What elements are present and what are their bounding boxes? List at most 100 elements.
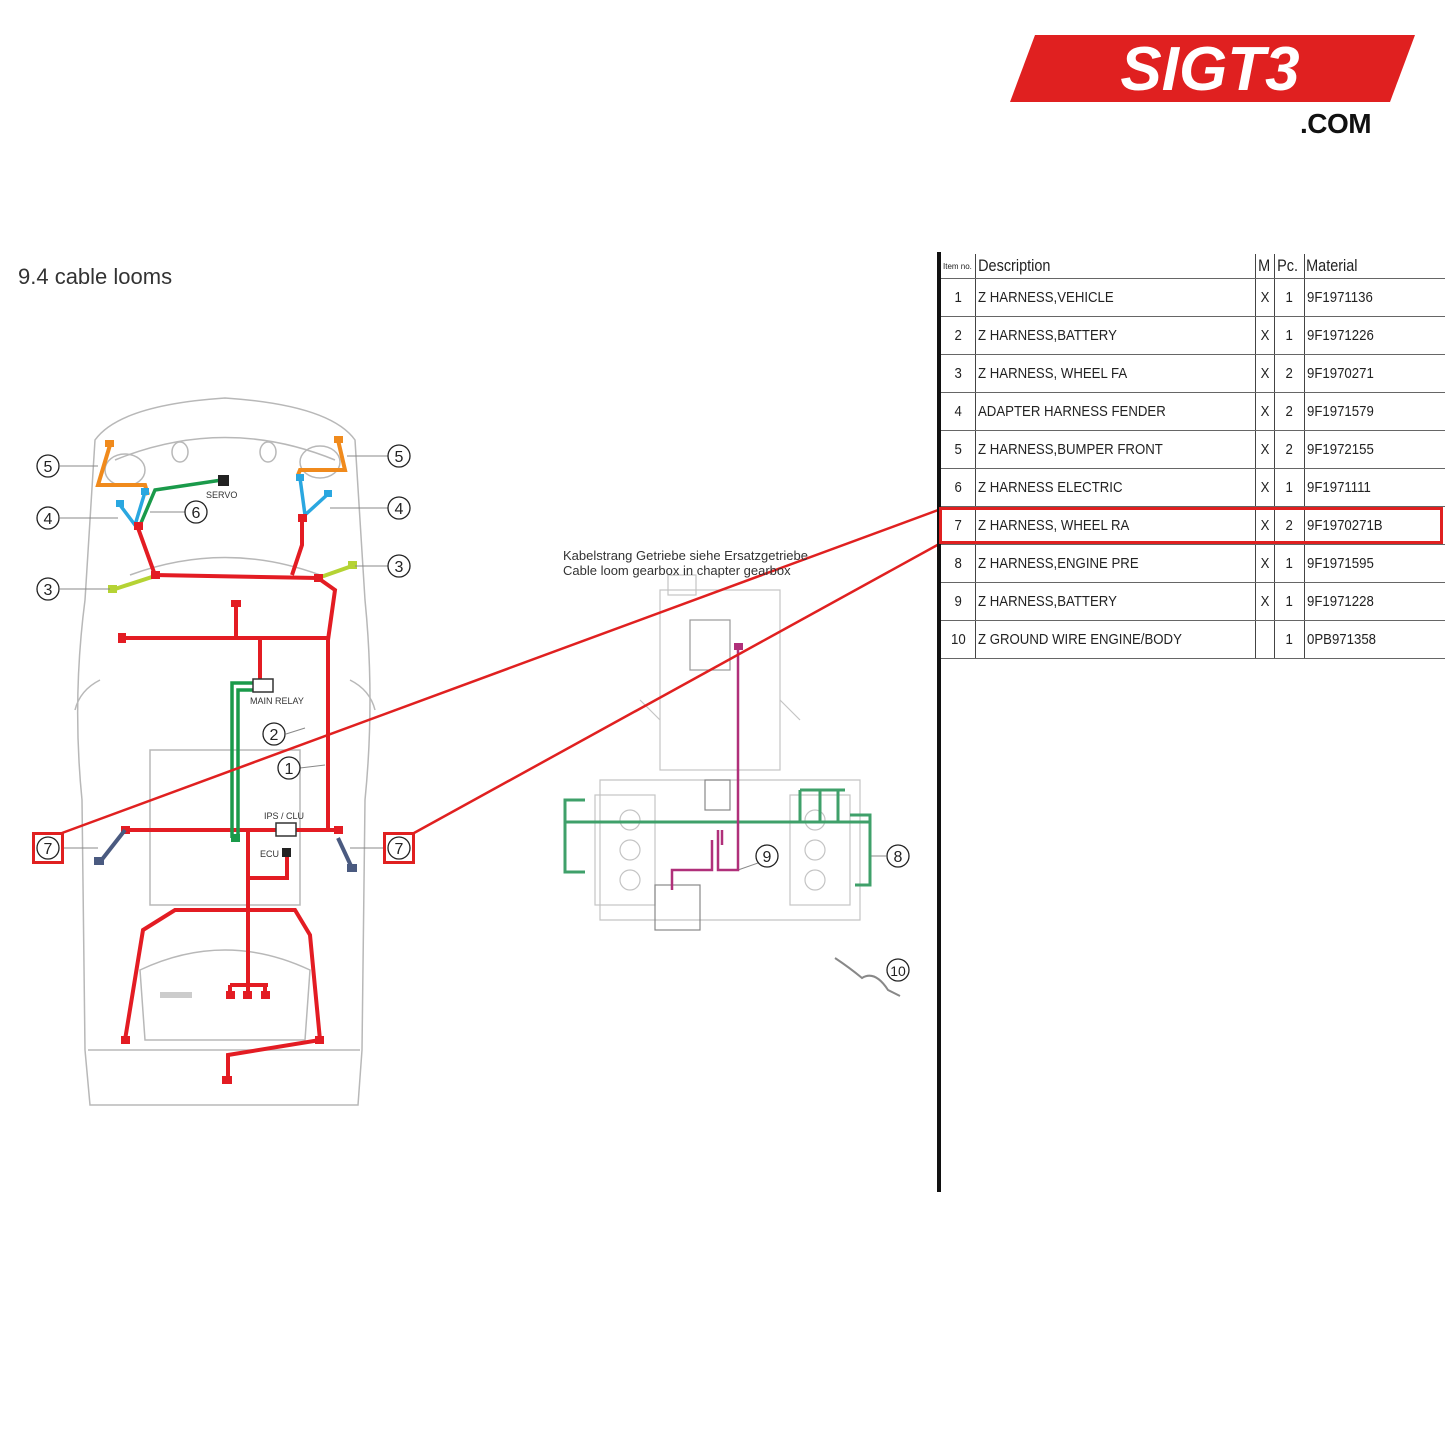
cell-m-flag-text: X <box>1260 327 1270 344</box>
cell-piece-count: 1 <box>1274 544 1305 583</box>
cell-item-no-text: 1 <box>954 289 962 306</box>
cell-m-flag-text: X <box>1260 441 1270 458</box>
cell-material-number: 9F1971136 <box>1304 278 1445 317</box>
callout-8-label: 8 <box>894 849 903 866</box>
cell-item-no: 4 <box>941 392 976 431</box>
engine-drawing <box>594 574 861 931</box>
callout-8 <box>886 844 910 868</box>
cell-description: Z HARNESS,BATTERY <box>975 582 1256 621</box>
header-pc: Pc. <box>1274 254 1301 279</box>
harness-wheel-ra <box>98 828 354 869</box>
callout-1-label: 1 <box>285 761 294 778</box>
cell-piece-count-text: 2 <box>1285 365 1294 382</box>
cell-m-flag-text: X <box>1260 555 1270 572</box>
cell-item-no-text: 10 <box>950 631 966 648</box>
gearbox-note-de: Kabelstrang Getriebe siehe Ersatzgetrieb… <box>563 548 808 563</box>
cell-m-flag: X <box>1255 354 1276 393</box>
callout-5-left <box>36 454 60 478</box>
cell-material-number: 9F1971228 <box>1304 582 1445 621</box>
cell-material-number-text: 9F1971595 <box>1306 555 1374 572</box>
ecu-label: ECU <box>260 849 279 859</box>
callout-4-left <box>36 506 60 530</box>
cell-description: Z HARNESS, WHEEL FA <box>975 354 1256 393</box>
section-title: 9.4 cable looms <box>18 264 173 289</box>
ecu-box <box>282 848 291 857</box>
header-material: Material <box>1304 254 1424 279</box>
cell-description-text: Z HARNESS,BUMPER FRONT <box>978 441 1163 458</box>
cell-piece-count-text: 1 <box>1285 289 1294 306</box>
cell-m-flag: X <box>1255 392 1276 431</box>
harness-vehicle <box>122 518 338 1080</box>
servo-label: SERVO <box>206 490 237 500</box>
callout-7-left <box>36 836 60 860</box>
header-item: Item no. <box>941 254 976 279</box>
cell-description-text: ADAPTER HARNESS FENDER <box>978 403 1166 420</box>
cell-m-flag <box>1255 620 1276 659</box>
parts-table: Item no. Description M Pc. Material 1 Z H… <box>941 254 1445 659</box>
cell-description: Z HARNESS,VEHICLE <box>975 278 1256 317</box>
callout-6 <box>184 500 208 524</box>
cell-material-number: 9F1971111 <box>1304 468 1445 507</box>
callout-3-left-label: 3 <box>44 582 53 599</box>
cell-description-text: Z HARNESS,BATTERY <box>978 593 1117 610</box>
cell-material-number-text: 0PB971358 <box>1306 631 1376 648</box>
cell-description: Z HARNESS ELECTRIC <box>975 468 1256 507</box>
callout-10-label: 10 <box>890 963 906 979</box>
cell-piece-count: 2 <box>1274 392 1305 431</box>
callout-2-label: 2 <box>270 727 279 744</box>
cell-piece-count: 1 <box>1274 316 1305 355</box>
cell-item-no-text: 7 <box>954 517 962 534</box>
cell-piece-count-text: 2 <box>1285 441 1294 458</box>
cell-item-no-text: 2 <box>954 327 962 344</box>
servo-box <box>218 475 229 486</box>
cell-piece-count-text: 2 <box>1285 517 1294 534</box>
cell-description-text: Z HARNESS,ENGINE PRE <box>978 555 1139 572</box>
gearbox-note-en: Cable loom gearbox in chapter gearbox <box>563 563 791 578</box>
cell-item-no-text: 5 <box>954 441 962 458</box>
ground-wire <box>834 957 901 997</box>
callout-4-right <box>387 496 411 520</box>
main-relay-box <box>252 678 274 693</box>
cell-description-text: Z HARNESS, WHEEL FA <box>978 365 1128 382</box>
cell-piece-count-text: 1 <box>1285 479 1294 496</box>
logo-suffix: .COM <box>1300 108 1372 139</box>
cell-material-number-text: 9F1971226 <box>1306 327 1374 344</box>
ips-clu-box <box>275 822 297 837</box>
cell-item-no-text: 9 <box>954 593 962 610</box>
cell-piece-count-text: 1 <box>1285 327 1294 344</box>
leader-lines <box>60 455 886 871</box>
callout-9 <box>755 844 779 868</box>
callout-6-label: 6 <box>192 505 201 522</box>
cell-m-flag-text: X <box>1260 479 1270 496</box>
cell-m-flag-text: X <box>1260 517 1270 534</box>
cell-item-no-text: 6 <box>954 479 962 496</box>
cell-material-number: 9F1971226 <box>1304 316 1445 355</box>
cell-piece-count: 2 <box>1274 506 1305 545</box>
cell-m-flag: X <box>1255 430 1276 469</box>
cell-m-flag: X <box>1255 468 1276 507</box>
cell-item-no: 2 <box>941 316 976 355</box>
cell-piece-count-text: 1 <box>1285 631 1294 648</box>
harness-bumper-front <box>95 439 348 496</box>
cell-description-text: Z HARNESS ELECTRIC <box>978 479 1123 496</box>
cell-item-no: 6 <box>941 468 976 507</box>
callout-5-right <box>387 444 411 468</box>
cell-piece-count: 2 <box>1274 430 1305 469</box>
cell-piece-count: 1 <box>1274 468 1305 507</box>
cell-material-number-text: 9F1972155 <box>1306 441 1374 458</box>
cell-item-no: 7 <box>941 506 976 545</box>
callout-5-right-label: 5 <box>395 449 404 466</box>
harness-battery-gearbox <box>670 648 740 890</box>
table-header-row: Item no. Description M Pc. Material <box>941 254 1445 279</box>
cell-piece-count-text: 1 <box>1285 555 1294 572</box>
